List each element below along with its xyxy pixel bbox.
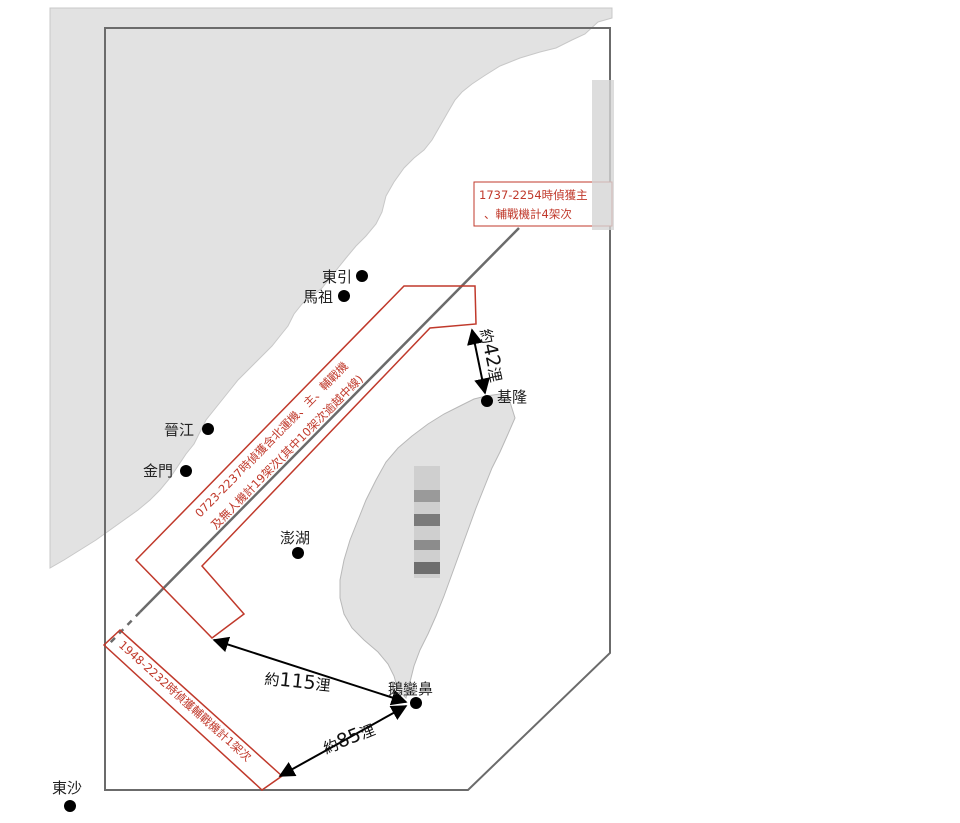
central-flight-zone bbox=[134, 285, 477, 639]
jinjiang-label: 晉江 bbox=[164, 421, 194, 439]
penghu-marker bbox=[292, 547, 304, 559]
distance-arrow-keelung bbox=[467, 328, 490, 395]
jinjiang-marker bbox=[202, 423, 214, 435]
distance-arrow-south bbox=[278, 705, 408, 777]
distance-arrow-west bbox=[212, 636, 408, 706]
penghu-label: 澎湖 bbox=[280, 529, 310, 547]
eluanbi-marker bbox=[410, 697, 422, 709]
kinmen-label: 金門 bbox=[143, 462, 173, 480]
northeast-annotation-line2: 、輔戰機計4架次 bbox=[484, 207, 572, 221]
dongsha-label: 東沙 bbox=[52, 779, 82, 797]
dongyin-marker bbox=[356, 270, 368, 282]
redacted-patch-taiwan bbox=[414, 466, 440, 578]
keelung-marker bbox=[481, 395, 493, 407]
northeast-annotation-line1: 1737-2254時偵獲主 bbox=[479, 188, 588, 202]
matsu-label: 馬祖 bbox=[303, 288, 333, 306]
kinmen-marker bbox=[180, 465, 192, 477]
southwest-flight-zone bbox=[102, 628, 284, 791]
dongsha-marker bbox=[64, 800, 76, 812]
mainland-china-landmass bbox=[49, 7, 613, 569]
keelung-label: 基隆 bbox=[497, 388, 527, 406]
median-line bbox=[139, 227, 520, 613]
dongyin-label: 東引 bbox=[322, 268, 352, 286]
northeast-annotation-box bbox=[473, 181, 613, 227]
redacted-patch-top-right bbox=[592, 80, 614, 230]
distance-label-keelung: 約42浬 bbox=[475, 326, 508, 384]
area-boundary bbox=[104, 27, 611, 791]
matsu-marker bbox=[338, 290, 350, 302]
distance-label-west: 約115浬 bbox=[263, 667, 331, 696]
eluanbi-label: 鵝鑾鼻 bbox=[388, 680, 433, 698]
median-line-dashed bbox=[107, 611, 141, 646]
